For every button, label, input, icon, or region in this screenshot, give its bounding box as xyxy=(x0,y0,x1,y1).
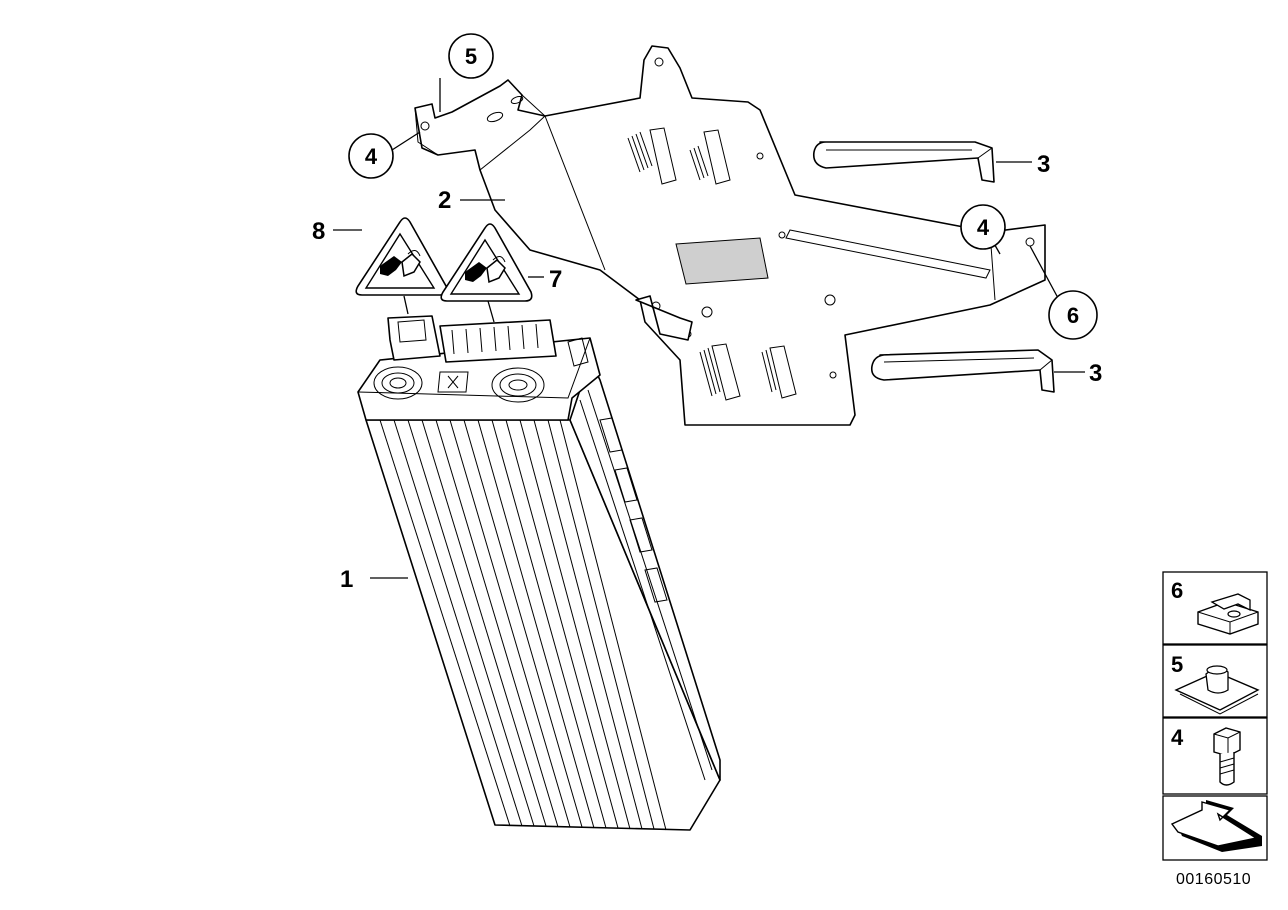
hex-bolt-icon xyxy=(1213,727,1241,786)
callout-7: 7 xyxy=(549,266,562,293)
mounting-strap-upper xyxy=(812,141,995,183)
spring-nut-icon xyxy=(1174,665,1260,715)
amplifier-unit xyxy=(357,315,721,831)
warning-label-8 xyxy=(355,217,448,296)
document-number: 00160510 xyxy=(1176,871,1251,888)
legend-item-arrow xyxy=(1162,795,1268,861)
callout-2: 2 xyxy=(438,187,451,214)
clip-nut-icon xyxy=(1197,593,1259,635)
callout-6-label: 6 xyxy=(1067,303,1079,328)
callout-5-circle: 5 xyxy=(448,33,494,79)
callout-3-upper: 3 xyxy=(1037,151,1050,178)
legend-item-5-label: 5 xyxy=(1171,652,1183,677)
legend-item-5: 5 xyxy=(1162,644,1268,718)
callout-2-label: 2 xyxy=(438,187,451,214)
legend-item-6: 6 xyxy=(1162,571,1268,645)
callout-4-circle-left: 4 xyxy=(348,133,394,179)
legend-item-4-label: 4 xyxy=(1171,725,1184,750)
callout-4-left-label: 4 xyxy=(365,144,378,169)
callout-8-label: 8 xyxy=(312,218,325,245)
leader-lines xyxy=(333,78,1085,579)
callout-6-circle: 6 xyxy=(1048,290,1098,340)
callout-3-upper-label: 3 xyxy=(1037,151,1050,178)
callout-4-circle-right: 4 xyxy=(960,204,1006,250)
front-direction-arrow-icon xyxy=(1170,800,1262,852)
warning-label-7 xyxy=(440,223,533,302)
callout-3-lower-label: 3 xyxy=(1089,360,1102,387)
callout-1-label: 1 xyxy=(340,566,353,593)
legend-item-6-label: 6 xyxy=(1171,578,1183,603)
callout-5-label: 5 xyxy=(465,44,477,69)
parts-legend: 6 5 4 xyxy=(1162,571,1268,861)
legend-item-4: 4 xyxy=(1162,717,1268,795)
callout-8: 8 xyxy=(312,218,325,245)
callout-3-lower: 3 xyxy=(1089,360,1102,387)
callout-1: 1 xyxy=(340,566,353,593)
mounting-strap-lower xyxy=(870,349,1055,393)
callout-7-label: 7 xyxy=(549,266,562,293)
callout-4-right-label: 4 xyxy=(977,215,990,240)
